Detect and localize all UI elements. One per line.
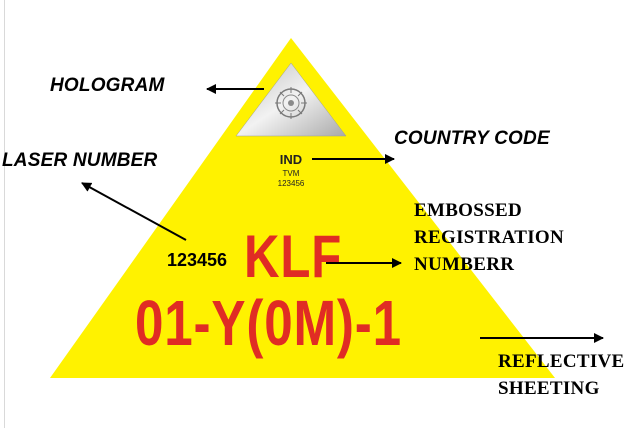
- laser-number-arrow: [81, 182, 187, 241]
- emblem-hologram-icon: [275, 87, 307, 119]
- embossed-registration-label: EMBOSSED REGISTRATION NUMBERR: [414, 197, 564, 278]
- embossed-label-line-1: EMBOSSED: [414, 200, 522, 221]
- country-code-text: IND: [279, 152, 303, 167]
- laser-number-label: LASER NUMBER: [2, 150, 158, 171]
- reflective-sheeting-label: REFLECTIVE SHEETING: [498, 348, 625, 402]
- registration-series-text: KLF: [244, 223, 343, 290]
- page-edge: [4, 0, 5, 428]
- country-code-label: COUNTRY CODE: [394, 128, 550, 149]
- rto-code-text: TVM: [282, 169, 300, 178]
- hologram-label: HOLOGRAM: [50, 75, 165, 96]
- reflective-label-line-2: SHEETING: [498, 378, 600, 399]
- registration-number-text: 01-Y(0M)-1: [135, 287, 402, 359]
- yellow-triangle-plate: [50, 38, 555, 378]
- small-serial-number: 123456: [277, 179, 305, 188]
- embossed-label-line-2: REGISTRATION: [414, 227, 565, 248]
- laser-number-text: 123456: [167, 250, 228, 270]
- reflective-label-line-1: REFLECTIVE: [498, 351, 625, 372]
- hologram-patch: [235, 62, 347, 137]
- embossed-label-line-3: NUMBERR: [414, 254, 515, 275]
